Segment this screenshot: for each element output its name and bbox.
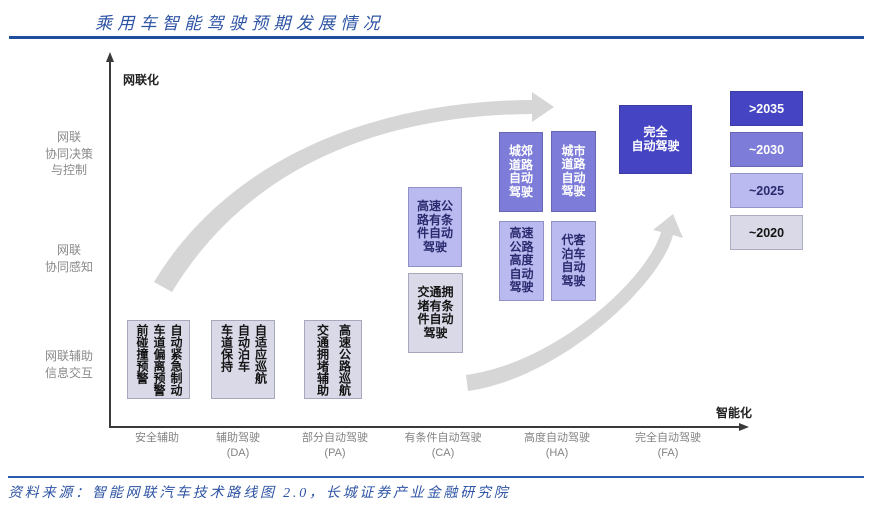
x-level-code: (HA) xyxy=(545,447,569,459)
feature-line: 高度 xyxy=(509,253,534,268)
feature-line: 自动驾驶 xyxy=(631,138,680,153)
x-level-name: 有条件自动驾驶 xyxy=(404,432,482,444)
feature-item: 前碰撞预警 xyxy=(135,324,149,384)
feature-box-driver-assist: 自适应巡航 自动泊车 车道保持 xyxy=(211,320,275,399)
x-level-code: (DA) xyxy=(226,447,250,459)
feature-line: 交通拥 xyxy=(417,285,454,299)
feature-line: 自动 xyxy=(509,266,534,281)
feature-line: 驾驶 xyxy=(422,239,447,254)
x-level-name: 部分自动驾驶 xyxy=(302,432,368,444)
y-level-line: 协同决策 xyxy=(44,146,93,161)
y-level-line: 网联 xyxy=(56,130,81,144)
x-axis-arrowhead-icon xyxy=(739,423,749,431)
feature-box-suburban-road: 城郊 道路 自动 驾驶 xyxy=(499,132,543,212)
y-axis-arrowhead-icon xyxy=(106,52,114,62)
feature-line: 驾驶 xyxy=(508,184,533,199)
x-level-da: 辅助驾驶 (DA) xyxy=(178,431,298,461)
feature-line: 件自动 xyxy=(417,312,454,326)
x-level-pa: 部分自动驾驶 (PA) xyxy=(275,431,395,461)
x-level-ca: 有条件自动驾驶 (CA) xyxy=(383,431,503,461)
page-title: 乘用车智能驾驶预期发展情况 xyxy=(95,14,385,33)
legend-item-2020: ~2020 xyxy=(730,215,803,250)
x-level-name: 高度自动驾驶 xyxy=(524,432,590,444)
intelligence-progress-arrow xyxy=(466,214,683,391)
networking-progress-arrow xyxy=(154,92,554,292)
feature-line: 自动 xyxy=(508,171,533,185)
title-rule xyxy=(9,36,864,39)
feature-line: 完全 xyxy=(643,125,668,139)
feature-box-partial-automation: 高速公路巡航 交通拥堵辅助 xyxy=(304,320,362,399)
x-level-code: (CA) xyxy=(431,447,455,459)
legend-item-2035: >2035 xyxy=(730,91,803,126)
y-level-line: 与控制 xyxy=(50,163,87,177)
feature-box-traffic-jam-conditional: 交通拥 堵有条 件自动 驾驶 xyxy=(408,273,463,353)
x-level-ha: 高度自动驾驶 (HA) xyxy=(497,431,617,461)
feature-line: 驾驶 xyxy=(509,280,534,295)
x-level-fa: 完全自动驾驶 (FA) xyxy=(608,431,728,461)
feature-item: 交通拥堵辅助 xyxy=(315,324,330,396)
x-level-code: (PA) xyxy=(324,447,346,459)
feature-line: 城郊 xyxy=(508,144,533,158)
y-level-line: 信息交互 xyxy=(44,365,93,380)
feature-item: 高速公路巡航 xyxy=(337,324,352,396)
x-axis-title: 智能化 xyxy=(716,406,753,420)
feature-line: 高速公 xyxy=(416,199,453,213)
feature-line: 道路 xyxy=(508,157,533,172)
feature-line: 城市 xyxy=(561,143,586,158)
feature-line: 代客 xyxy=(561,233,586,247)
x-level-safety-assist: 安全辅助 xyxy=(97,431,217,446)
feature-item: 自动紧急制动 xyxy=(169,324,183,396)
feature-line: 堵有条 xyxy=(417,298,454,313)
feature-box-full-automation: 完全 自动驾驶 xyxy=(619,105,692,174)
feature-box-highway-high-automation: 高速 公路 高度 自动 驾驶 xyxy=(499,221,544,301)
feature-item: 车道偏离预警 xyxy=(152,324,166,396)
feature-box-safety-assist: 自动紧急制动 车道偏离预警 前碰撞预警 xyxy=(127,320,190,399)
feature-line: 驾驶 xyxy=(561,184,586,198)
y-level-cooperative-perception: 网联 协同感知 xyxy=(30,242,108,275)
feature-line: 驾驶 xyxy=(561,273,586,288)
feature-line: 自动 xyxy=(561,170,586,185)
y-level-line: 网联辅助 xyxy=(44,349,93,363)
x-level-code: (FA) xyxy=(657,447,679,459)
source-note: 资料来源：智能网联汽车技术路线图 2.0，长城证券产业金融研究院 xyxy=(8,486,511,501)
y-level-line: 网联 xyxy=(56,243,81,257)
feature-box-urban-road: 城市 道路 自动 驾驶 xyxy=(551,131,596,212)
y-level-info-exchange: 网联辅助 信息交互 xyxy=(30,348,108,381)
feature-line: 件自动 xyxy=(416,226,453,240)
y-axis-title: 网联化 xyxy=(123,73,160,87)
feature-item: 车道保持 xyxy=(219,324,234,372)
feature-line: 自动 xyxy=(561,260,586,274)
x-level-name: 安全辅助 xyxy=(135,432,179,444)
feature-box-valet-parking: 代客 泊车 自动 驾驶 xyxy=(551,221,596,301)
x-level-name: 辅助驾驶 xyxy=(216,432,260,444)
feature-line: 道路 xyxy=(561,157,586,171)
y-level-decision-control: 网联 协同决策 与控制 xyxy=(30,129,108,179)
legend-item-2025: ~2025 xyxy=(730,173,803,208)
feature-line: 泊车 xyxy=(561,246,586,261)
legend-item-2030: ~2030 xyxy=(730,132,803,167)
feature-item: 自动泊车 xyxy=(236,324,251,372)
x-level-name: 完全自动驾驶 xyxy=(635,432,701,444)
feature-line: 路有条 xyxy=(416,212,453,227)
feature-line: 高速 xyxy=(509,226,534,241)
feature-line: 公路 xyxy=(509,239,534,254)
feature-item: 自适应巡航 xyxy=(253,324,268,384)
feature-line: 驾驶 xyxy=(423,325,448,340)
feature-box-highway-conditional: 高速公 路有条 件自动 驾驶 xyxy=(408,187,462,267)
footer-rule xyxy=(8,476,864,478)
y-level-line: 协同感知 xyxy=(44,259,93,274)
